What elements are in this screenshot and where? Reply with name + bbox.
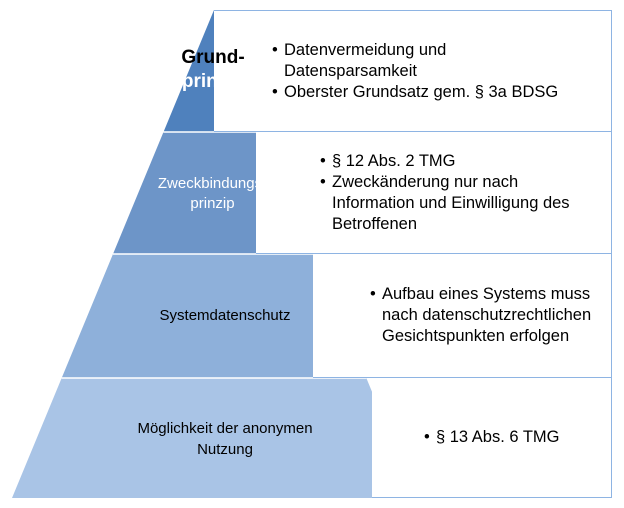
level-2-box: § 12 Abs. 2 TMG Zweckänderung nur nach I… <box>256 132 612 254</box>
level-1-box: Datenvermeidung und Datensparsamkeit Obe… <box>214 10 612 132</box>
level-3-list: Aufbau eines Systems muss nach datenschu… <box>370 284 604 347</box>
level-1-label: Grund- prinzip <box>158 46 268 94</box>
list-item: § 13 Abs. 6 TMG <box>424 427 560 448</box>
list-item: § 12 Abs. 2 TMG <box>320 151 602 172</box>
list-item: Datenvermeidung und Datensparsamkeit <box>272 40 494 82</box>
pyramid-level-4 <box>12 378 416 498</box>
level-2-label-line1: Zweckbindungs- <box>157 175 268 192</box>
level-4-label-line1: Möglichkeit der anonymen <box>137 420 313 437</box>
level-4-box: § 13 Abs. 6 TMG <box>372 378 612 498</box>
level-2-label: Zweckbindungs- prinzip <box>130 174 295 214</box>
list-item: Zweckänderung nur nach Information und E… <box>320 172 602 235</box>
list-item: Aufbau eines Systems muss nach datenschu… <box>370 284 604 347</box>
list-item: Oberster Grundsatz gem. § 3a BDSG <box>272 82 558 103</box>
level-4-label-line2: Nutzung <box>197 441 253 458</box>
level-2-label-line2: prinzip <box>190 195 235 212</box>
level-3-label-line1: Systemdatenschutz <box>159 307 291 324</box>
level-2-list: § 12 Abs. 2 TMG Zweckänderung nur nach I… <box>320 151 602 235</box>
level-3-box: Aufbau eines Systems muss nach datenschu… <box>313 254 612 378</box>
level-1-label-line2: prinzip <box>181 71 245 92</box>
level-1-list: Datenvermeidung und Datensparsamkeit Obe… <box>272 40 558 103</box>
level-3-label: Systemdatenschutz <box>110 306 340 326</box>
level-1-label-line1: Grund- <box>181 47 245 68</box>
level-4-list: § 13 Abs. 6 TMG <box>424 427 560 448</box>
level-4-label: Möglichkeit der anonymen Nutzung <box>90 418 360 460</box>
pyramid-level-3 <box>61 254 367 378</box>
